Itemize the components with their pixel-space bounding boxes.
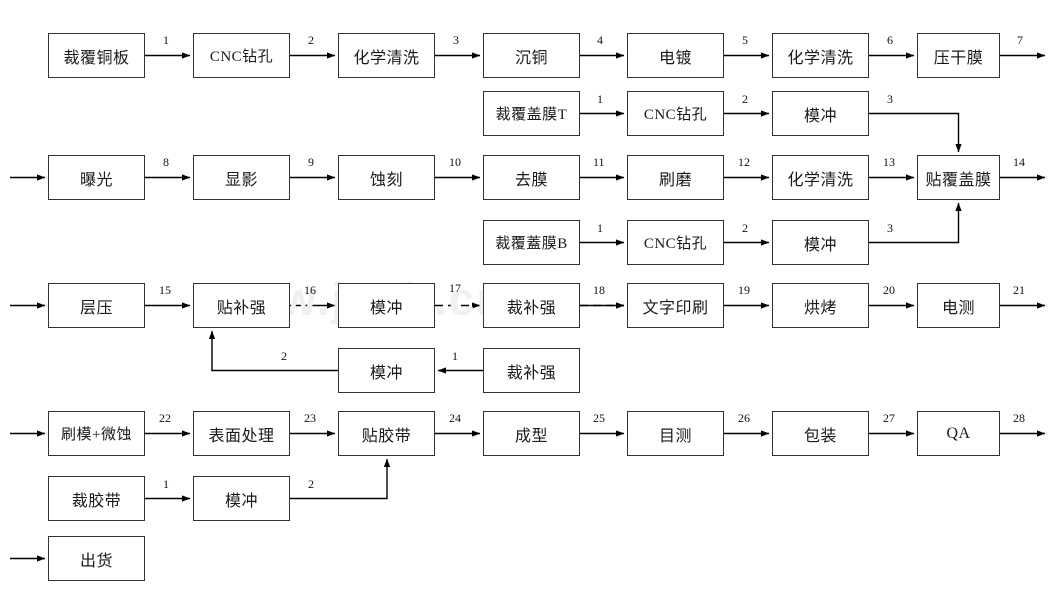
edge-label: 19	[738, 283, 750, 297]
edge-label: 1	[597, 92, 603, 106]
process-box-n4[interactable]: 沉铜	[483, 33, 580, 78]
edge-label: 16	[304, 283, 316, 297]
process-box-n27[interactable]: 包装	[772, 411, 869, 456]
edge-label: 17	[449, 281, 461, 295]
process-box-n22[interactable]: 刷模+微蚀	[48, 411, 145, 456]
process-box-n13[interactable]: 化学清洗	[772, 155, 869, 200]
process-box-g2[interactable]: 模冲	[193, 476, 290, 521]
edge-label: 5	[742, 33, 748, 47]
edge-label: 2	[281, 349, 287, 363]
edge-label: 1	[597, 221, 603, 235]
process-box-n23[interactable]: 表面处理	[193, 411, 290, 456]
edge-label: 11	[593, 155, 605, 169]
process-box-t1[interactable]: 裁覆盖膜T	[483, 91, 580, 136]
edge-label: 10	[449, 155, 461, 169]
process-box-n28[interactable]: QA	[917, 411, 1000, 456]
edge-label: 18	[593, 283, 605, 297]
edge-label: 15	[159, 283, 171, 297]
edge-label: 3	[887, 92, 893, 106]
edge-label: 6	[887, 33, 893, 47]
process-box-n21[interactable]: 电测	[917, 283, 1000, 328]
process-box-n11[interactable]: 去膜	[483, 155, 580, 200]
process-box-n10[interactable]: 蚀刻	[338, 155, 435, 200]
edge-label: 1	[163, 477, 169, 491]
edge-label: 7	[1017, 33, 1023, 47]
process-box-b1[interactable]: 裁覆蓋膜B	[483, 220, 580, 265]
process-box-n12[interactable]: 刷磨	[627, 155, 724, 200]
process-box-t2[interactable]: CNC钻孔	[627, 91, 724, 136]
edge-label: 2	[308, 33, 314, 47]
edge-label: 2	[742, 92, 748, 106]
process-box-n20[interactable]: 烘烤	[772, 283, 869, 328]
process-box-n2[interactable]: CNC钻孔	[193, 33, 290, 78]
process-box-n6[interactable]: 化学清洗	[772, 33, 869, 78]
process-box-r2[interactable]: 裁补强	[483, 348, 580, 393]
process-box-n24[interactable]: 贴胶带	[338, 411, 435, 456]
process-box-n19[interactable]: 文字印刷	[627, 283, 724, 328]
edge-label: 3	[887, 221, 893, 235]
process-box-n9[interactable]: 显影	[193, 155, 290, 200]
edge-label: 2	[742, 221, 748, 235]
edge-label: 20	[883, 283, 895, 297]
edge-label: 14	[1013, 155, 1025, 169]
edge-label: 28	[1013, 411, 1025, 425]
process-box-n18[interactable]: 裁补强	[483, 283, 580, 328]
edge-label: 3	[453, 33, 459, 47]
process-box-n17[interactable]: 模冲	[338, 283, 435, 328]
edge-label: 23	[304, 411, 316, 425]
process-box-b2[interactable]: CNC钻孔	[627, 220, 724, 265]
edge-label: 8	[163, 155, 169, 169]
process-box-n16[interactable]: 贴补强	[193, 283, 290, 328]
process-box-b3[interactable]: 模冲	[772, 220, 869, 265]
process-box-t3[interactable]: 模冲	[772, 91, 869, 136]
process-box-n8[interactable]: 曝光	[48, 155, 145, 200]
process-box-n29[interactable]: 出货	[48, 536, 145, 581]
edge-label: 22	[159, 411, 171, 425]
edge-label: 21	[1013, 283, 1025, 297]
edge-label: 4	[597, 33, 603, 47]
edge-label: 2	[308, 477, 314, 491]
process-box-r1[interactable]: 模冲	[338, 348, 435, 393]
process-box-n1[interactable]: 裁覆铜板	[48, 33, 145, 78]
edge-label: 13	[883, 155, 895, 169]
edge-label: 9	[308, 155, 314, 169]
process-box-n5[interactable]: 电镀	[627, 33, 724, 78]
edge-label: 25	[593, 411, 605, 425]
process-box-g1[interactable]: 裁胶带	[48, 476, 145, 521]
edge-label: 1	[452, 349, 458, 363]
process-box-n25[interactable]: 成型	[483, 411, 580, 456]
process-box-n14[interactable]: 贴覆盖膜	[917, 155, 1000, 200]
edge-label: 1	[163, 33, 169, 47]
process-box-n7[interactable]: 压干膜	[917, 33, 1000, 78]
process-box-n15[interactable]: 层压	[48, 283, 145, 328]
edge-label: 26	[738, 411, 750, 425]
edge-label: 12	[738, 155, 750, 169]
edge-label: 24	[449, 411, 461, 425]
edge-label: 27	[883, 411, 895, 425]
process-box-n3[interactable]: 化学清洗	[338, 33, 435, 78]
process-box-n26[interactable]: 目测	[627, 411, 724, 456]
